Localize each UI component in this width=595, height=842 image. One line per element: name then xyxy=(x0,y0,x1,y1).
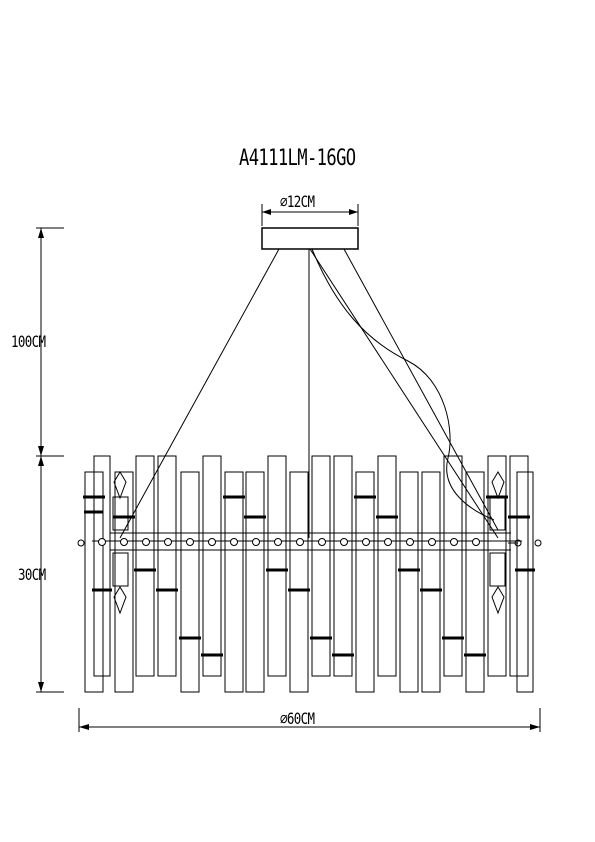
central-ring xyxy=(77,532,542,551)
crystal-bar xyxy=(157,455,177,677)
crystal-bar xyxy=(399,471,419,693)
height-dimension xyxy=(36,227,64,693)
crystal-bar xyxy=(487,455,507,677)
crystal-bar xyxy=(421,471,441,693)
canopy-diameter-label: ⌀12CM xyxy=(280,192,315,211)
crystal-bar xyxy=(465,471,485,693)
crystal-bar xyxy=(443,455,463,677)
ring-bead xyxy=(98,538,106,546)
canopy-dimension-line xyxy=(261,204,359,226)
crystal-bar xyxy=(114,471,134,693)
ring-bead xyxy=(362,538,370,546)
ring-bead xyxy=(428,538,436,546)
crystal-bar xyxy=(180,471,200,693)
ring-bead xyxy=(142,538,150,546)
crystal-bar xyxy=(224,471,244,693)
crystal-bar xyxy=(377,455,397,677)
suspension-length-label: 100CM xyxy=(11,332,46,351)
ring-bead xyxy=(230,538,238,546)
ring-bead xyxy=(406,538,414,546)
crystal-bar xyxy=(333,455,353,677)
model-title: A4111LM-16GO xyxy=(239,146,356,171)
crystal-bar xyxy=(245,471,265,693)
crystal-bar xyxy=(202,455,222,677)
width-dimension xyxy=(78,708,541,732)
ring-bead xyxy=(384,538,392,546)
ring-bead xyxy=(296,538,304,546)
ring-bead xyxy=(274,538,282,546)
power-cord xyxy=(311,248,495,521)
left-lamp-holder xyxy=(84,471,129,615)
crystal-bars xyxy=(83,455,535,693)
ring-bead xyxy=(252,538,260,546)
ring-bead xyxy=(208,538,216,546)
body-height-label: 30CM xyxy=(18,565,46,584)
crystal-bar xyxy=(355,471,375,693)
ring-bead xyxy=(340,538,348,546)
canopy xyxy=(261,227,359,250)
body-diameter-label: ⌀60CM xyxy=(280,709,315,728)
crystal-bar xyxy=(311,455,331,677)
ring-bead xyxy=(120,538,128,546)
suspension-cables xyxy=(119,248,499,539)
crystal-bar xyxy=(516,471,534,693)
ring-bead xyxy=(450,538,458,546)
crystal-bar xyxy=(289,471,309,693)
ring-bead xyxy=(164,538,172,546)
ring-bead xyxy=(472,538,480,546)
ring-beads xyxy=(98,538,480,546)
ring-bead xyxy=(318,538,326,546)
right-lamp-holder xyxy=(489,471,506,615)
crystal-bar xyxy=(267,455,287,677)
crystal-bar xyxy=(509,455,529,677)
crystal-bar xyxy=(135,455,155,677)
ring-bead xyxy=(186,538,194,546)
crystal-bar xyxy=(93,455,111,677)
